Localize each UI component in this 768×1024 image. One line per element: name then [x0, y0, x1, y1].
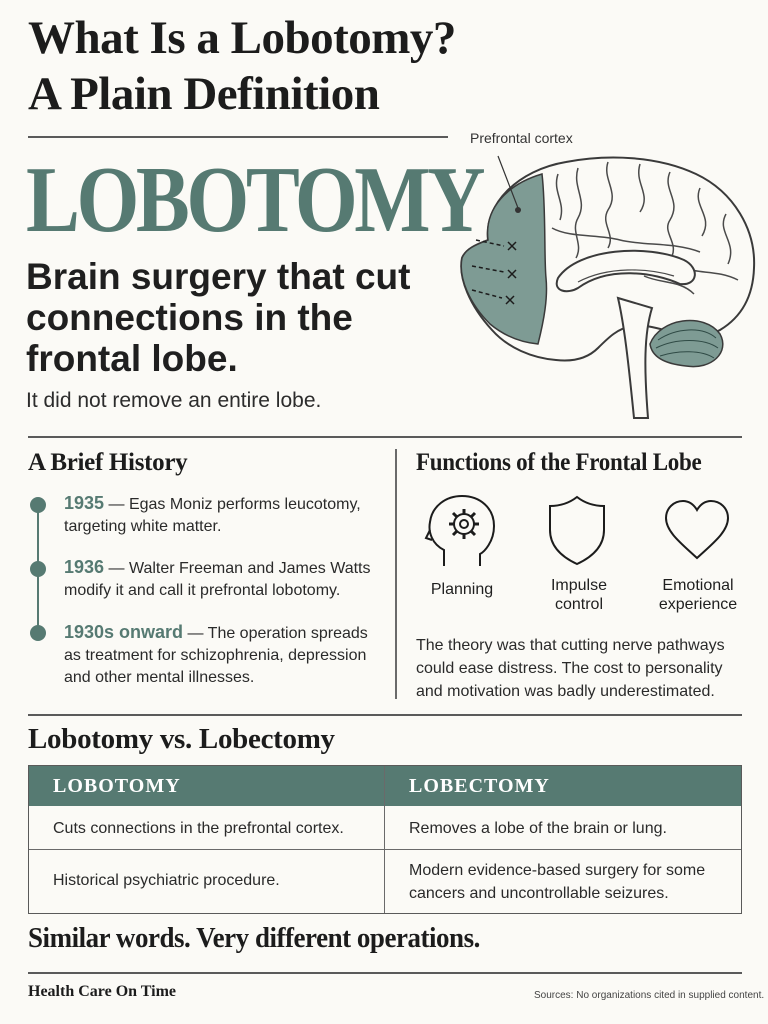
- timeline-item: 1935 — Egas Moniz performs leucotomy, ta…: [64, 492, 384, 538]
- function-label: Planning: [430, 581, 494, 598]
- theory-text: The theory was that cutting nerve pathwa…: [416, 637, 725, 700]
- comparison-heading: Lobotomy vs. Lobectomy: [28, 723, 335, 755]
- timeline-item: 1936 — Walter Freeman and James Watts mo…: [64, 556, 384, 602]
- brain-label: Prefrontal cortex: [470, 130, 573, 146]
- function-label: Impulse control: [550, 577, 608, 613]
- section-rule-2: [28, 714, 742, 716]
- table-cell: Historical psychiatric procedure.: [29, 850, 385, 913]
- table-row: Cuts connections in the prefrontal corte…: [29, 806, 741, 850]
- definition-subhead: Brain surgery that cut connections in th…: [26, 256, 411, 379]
- functions-heading: Functions of the Frontal Lobe: [416, 449, 702, 476]
- sources-note: Sources: No organizations cited in suppl…: [534, 990, 765, 1001]
- timeline-year: 1930s onward: [64, 622, 184, 642]
- headline-word: LOBOTOMY: [26, 148, 486, 252]
- timeline-text: — Walter Freeman and James Watts modify …: [64, 560, 371, 599]
- table-cell: Cuts connections in the prefrontal corte…: [29, 806, 385, 849]
- table-cell: Modern evidence-based surgery for some c…: [409, 862, 706, 902]
- column-divider: [395, 449, 397, 699]
- table-row: Historical psychiatric procedure. Modern…: [29, 850, 741, 913]
- heart-icon: [664, 499, 730, 560]
- footer-rule: [28, 972, 742, 974]
- brain-illustration: [460, 155, 756, 419]
- timeline-dot: [30, 625, 46, 641]
- title-rule: [28, 136, 448, 138]
- table-header: LOBECTOMY: [385, 766, 741, 806]
- title-line-2: A Plain Definition: [28, 68, 380, 120]
- history-heading: A Brief History: [28, 449, 188, 476]
- timeline-year: 1936: [64, 557, 105, 577]
- timeline-dot: [30, 497, 46, 513]
- timeline-text: — Egas Moniz performs leucotomy, targeti…: [64, 496, 361, 535]
- timeline-year: 1935: [64, 493, 105, 513]
- timeline-text: — The operation spreads as treatment for…: [64, 625, 368, 686]
- brand-name: Health Care On Time: [28, 983, 176, 1000]
- table-cell: Removes a lobe of the brain or lung.: [409, 820, 667, 837]
- page-title: What Is a Lobotomy? A Plain Definition: [28, 10, 588, 122]
- comparison-table: LOBOTOMY LOBECTOMY Cuts connections in t…: [28, 765, 742, 914]
- gear-head-icon: [424, 494, 496, 566]
- shield-icon: [549, 495, 605, 566]
- section-rule-1: [28, 436, 742, 438]
- table-header-row: LOBOTOMY LOBECTOMY: [29, 766, 741, 806]
- title-line-1: What Is a Lobotomy?: [28, 12, 456, 64]
- function-label: Emotional experience: [658, 577, 738, 613]
- tagline: Similar words. Very different operations…: [28, 922, 480, 954]
- definition-note: It did not remove an entire lobe.: [26, 389, 322, 412]
- timeline-item: 1930s onward — The operation spreads as …: [64, 621, 374, 689]
- timeline-dot: [30, 561, 46, 577]
- table-header: LOBOTOMY: [29, 766, 385, 806]
